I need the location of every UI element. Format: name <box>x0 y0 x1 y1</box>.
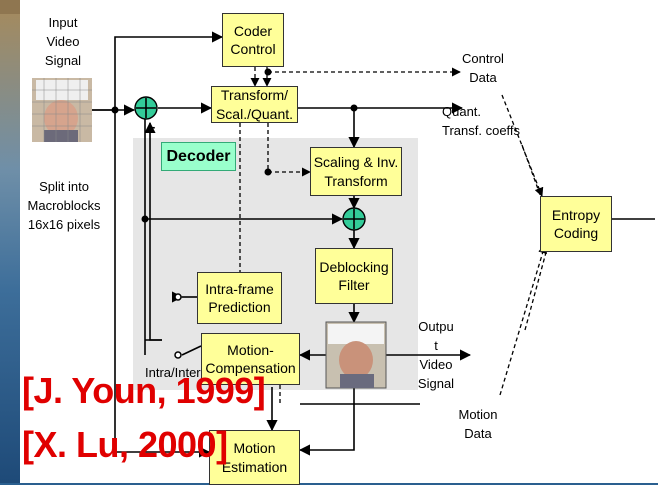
transform-block: Transform/ Scal./Quant. <box>211 86 298 123</box>
output-thumbnail <box>326 322 386 388</box>
entropy-coding-block: Entropy Coding <box>540 196 612 252</box>
quant-coeffs-label: Quant. Transf. coeffs <box>442 103 542 141</box>
scaling-inv-transform-block: Scaling & Inv. Transform <box>310 147 402 196</box>
output-video-label: Outpu t Video Signal <box>412 318 460 393</box>
input-thumbnail <box>32 78 92 142</box>
minus-sign: - <box>151 118 155 137</box>
sum-node-1 <box>135 97 157 119</box>
control-data-label: Control Data <box>448 50 518 88</box>
deblocking-filter-block: Deblocking Filter <box>315 248 393 304</box>
decoder-label: Decoder <box>161 142 236 171</box>
split-macroblocks-label: Split into Macroblocks 16x16 pixels <box>8 178 120 235</box>
input-video-label: Input Video Signal <box>28 14 98 71</box>
sum-node-2 <box>343 208 365 230</box>
intra-prediction-block: Intra-frame Prediction <box>197 272 282 324</box>
motion-data-label: Motion Data <box>448 406 508 444</box>
coder-control-block: Coder Control <box>222 13 284 67</box>
citation-youn: [J. Youn, 1999] <box>22 370 265 412</box>
citation-lu: [X. Lu, 2000] <box>22 424 228 466</box>
